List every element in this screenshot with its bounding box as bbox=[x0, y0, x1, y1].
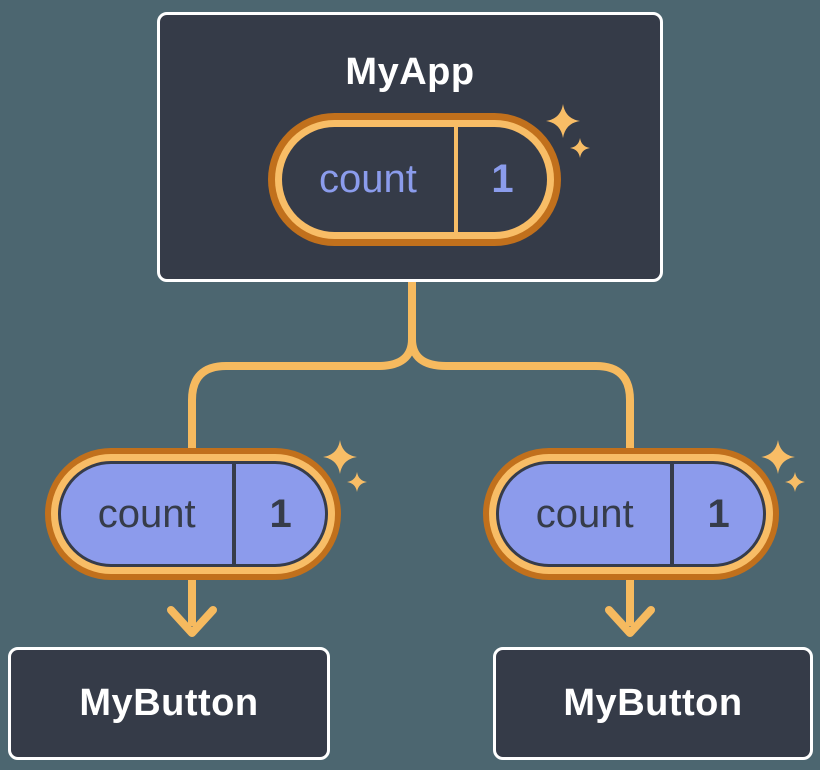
sparkle-icon bbox=[570, 138, 590, 158]
sparkle-icon bbox=[347, 472, 367, 492]
state-value: 1 bbox=[707, 491, 730, 536]
sparkle-icon bbox=[323, 440, 357, 474]
state-pill-inner-ring: count 1 bbox=[51, 454, 335, 574]
node-title: MyButton bbox=[79, 682, 259, 724]
node-title: MyApp bbox=[345, 51, 475, 93]
state-value: 1 bbox=[269, 491, 292, 536]
node-title: MyButton bbox=[563, 682, 743, 724]
state-divider bbox=[232, 464, 237, 564]
arrow-down-icon bbox=[605, 606, 655, 637]
state-value: 1 bbox=[491, 157, 514, 201]
state-name: count bbox=[97, 491, 196, 536]
node-mybutton-left: MyButton bbox=[8, 647, 330, 760]
node-myapp: MyApp count 1 bbox=[157, 12, 663, 282]
tree-branch-left bbox=[188, 281, 416, 460]
state-pill-child-left: count 1 bbox=[45, 440, 367, 580]
state-pill-body: count 1 bbox=[496, 461, 766, 567]
sparkle-icon bbox=[785, 472, 805, 492]
tree-branch-right bbox=[408, 281, 634, 460]
state-name: count bbox=[319, 157, 417, 201]
node-mybutton-right: MyButton bbox=[493, 647, 813, 760]
arrow-down-icon bbox=[167, 606, 217, 637]
state-pill-body: count 1 bbox=[282, 127, 547, 232]
state-pill-child-right: count 1 bbox=[483, 440, 805, 580]
state-pill-root: count 1 bbox=[268, 104, 590, 246]
sparkle-icon bbox=[546, 104, 580, 138]
state-pill-inner-ring: count 1 bbox=[489, 454, 773, 574]
state-name: count bbox=[535, 491, 634, 536]
state-divider bbox=[670, 464, 675, 564]
state-pill-body: count 1 bbox=[58, 461, 328, 567]
state-divider bbox=[453, 127, 458, 232]
sparkle-icon bbox=[761, 440, 795, 474]
state-pill-inner-ring: count 1 bbox=[275, 120, 554, 239]
